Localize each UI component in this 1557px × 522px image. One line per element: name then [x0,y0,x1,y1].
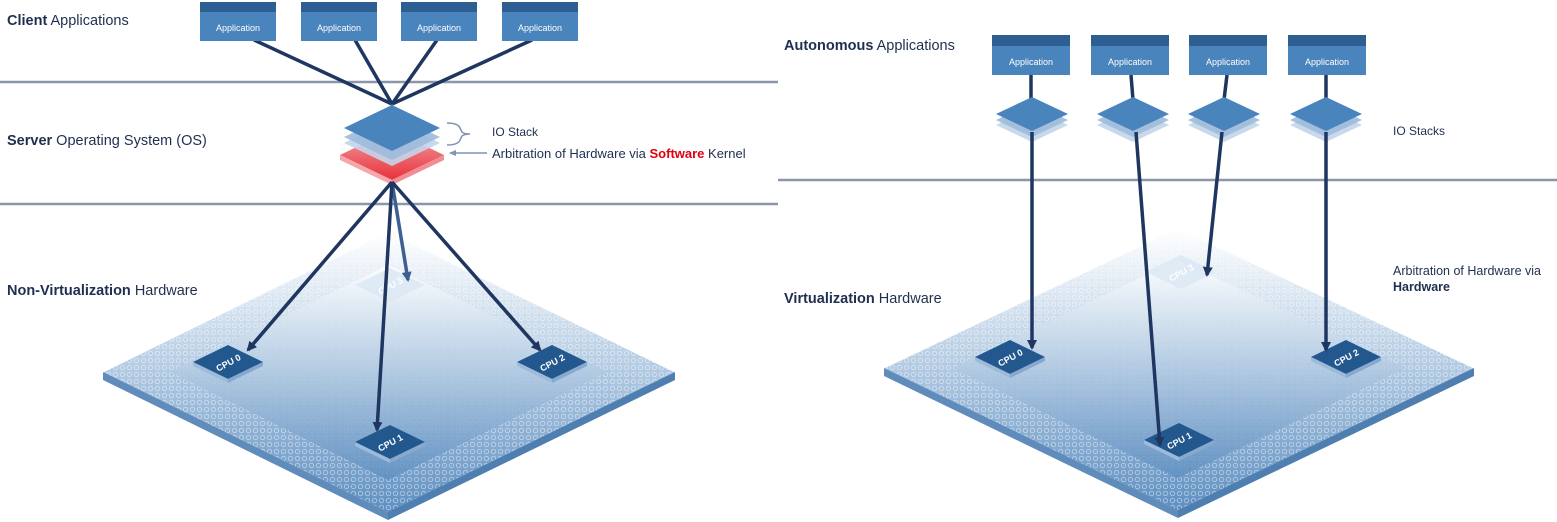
cpu-2: CPU 2 [517,345,587,383]
app-label: Application [417,23,461,33]
cpu-1: CPU 1 [355,425,425,463]
app-label: Application [518,23,562,33]
app-box: Application [1189,35,1267,75]
software-kernel-label: Arbitration of Hardware via Software Ker… [492,146,746,161]
right-panel: CPU 3 CPU 0 CPU 2 CPU 1 [778,35,1557,518]
io-stack [996,97,1068,142]
server-os-label: Server Operating System (OS) [7,133,207,149]
io-stacks-label: IO Stacks [1393,124,1446,138]
os-to-cpu-arrows [246,180,542,432]
kernel-pointer-head [449,150,456,156]
cpu-0: CPU 0 [193,345,263,383]
io-to-cpu-arrows [1027,131,1331,447]
cpu-socket [102,231,676,520]
app-box: Application [401,2,477,41]
cpu-1: CPU 1 [1144,423,1214,461]
io-stack-label: IO Stack [492,125,539,139]
client-applications-label: Client Applications [7,13,129,29]
cpu-3: CPU 3 [1146,255,1216,289]
app-label: Application [1009,57,1053,67]
app-label: Application [1305,57,1349,67]
io-stack [1097,97,1169,142]
io-stack [1188,97,1260,142]
app-label: Application [317,23,361,33]
app-box: Application [301,2,377,41]
io-stack [344,105,440,166]
app-io-connections [1029,74,1328,101]
virtualization-hardware-label: Virtualization Hardware [784,291,942,307]
io-stack-brace [446,122,471,146]
app-label: Application [1206,57,1250,67]
app-box: Application [1091,35,1169,75]
app-box: Application [502,2,578,41]
io-stack [1290,97,1362,142]
app-box: Application [1288,35,1366,75]
app-label: Application [1108,57,1152,67]
left-panel: CPU 3 CPU 0 CPU 2 CPU 1 [0,2,778,520]
app-connections [253,38,533,106]
app-label: Application [216,23,260,33]
non-virtualization-hardware-label: Non-Virtualization Hardware [7,283,198,299]
app-box: Application [200,2,276,41]
app-box: Application [992,35,1070,75]
autonomous-applications-label: Autonomous Applications [784,38,955,54]
